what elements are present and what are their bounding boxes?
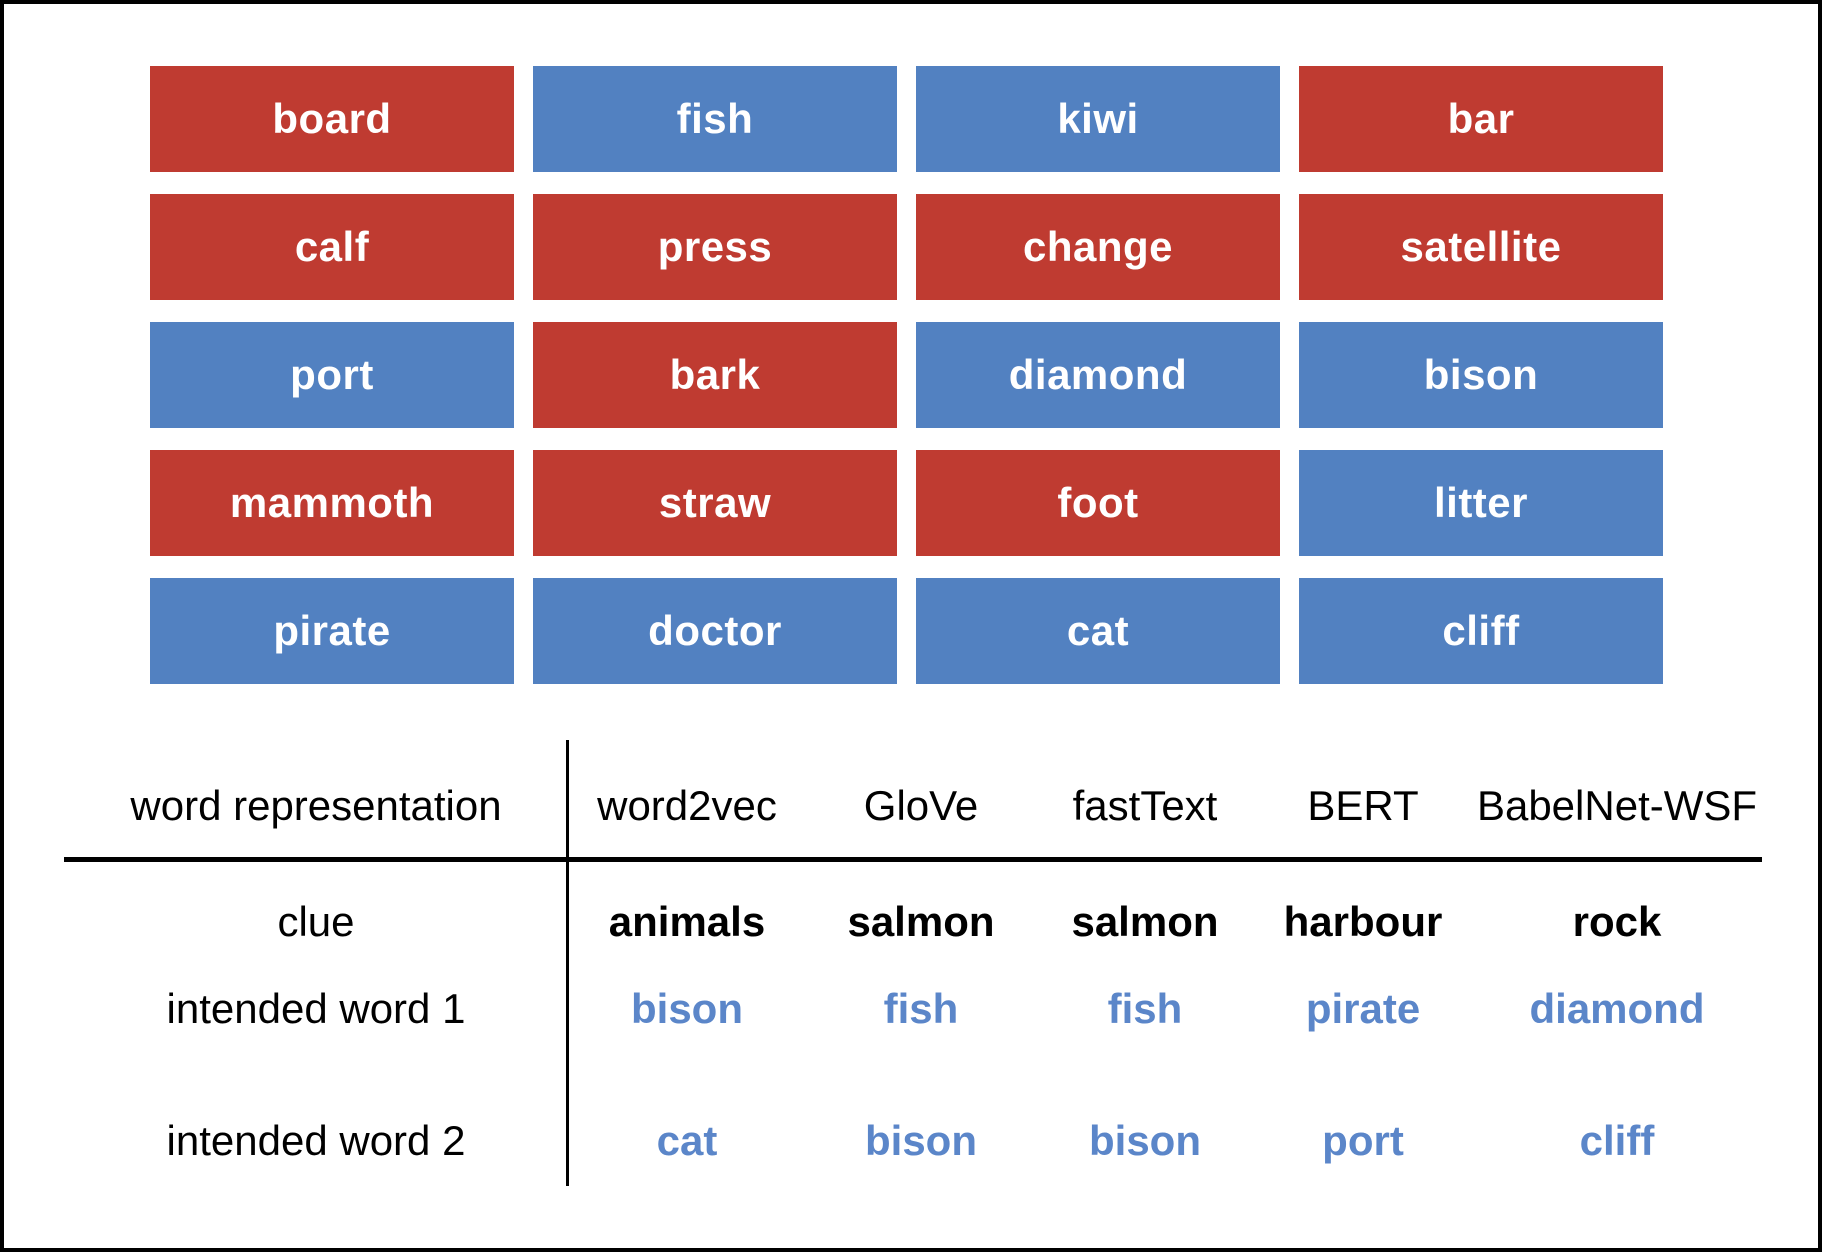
tile-word: board xyxy=(272,95,392,142)
intended-word-2-bert: port xyxy=(1322,1117,1404,1164)
tile-word: cliff xyxy=(1442,607,1520,654)
tile-word: satellite xyxy=(1400,223,1562,270)
tile-word: bar xyxy=(1447,95,1515,142)
tile-word: doctor xyxy=(648,607,782,654)
header-word-representation: word representation xyxy=(130,782,502,829)
board-tile-foot: foot xyxy=(916,450,1280,556)
header-glove: GloVe xyxy=(863,782,979,829)
board-tile-diamond: diamond xyxy=(916,322,1280,428)
header-babelnet-wsf: BabelNet-WSF xyxy=(1476,782,1758,829)
intended-word-1-babelnet: diamond xyxy=(1529,985,1705,1032)
board-tile-bar: bar xyxy=(1299,66,1663,172)
tile-word: bark xyxy=(669,351,761,398)
board-tile-cliff: cliff xyxy=(1299,578,1663,684)
tile-word: diamond xyxy=(1008,351,1188,398)
tile-word: pirate xyxy=(273,607,391,654)
tile-word: straw xyxy=(658,479,772,526)
board-tile-fish: fish xyxy=(533,66,897,172)
intended-word-2-babelnet: cliff xyxy=(1579,1117,1655,1164)
table-clue-row: clue animals salmon salmon harbour rock xyxy=(64,894,1762,950)
board-tile-straw: straw xyxy=(533,450,897,556)
clue-glove: salmon xyxy=(847,898,995,945)
table-intended-word-2-row: intended word 2 cat bison bison port cli… xyxy=(64,1113,1762,1169)
header-fasttext: fastText xyxy=(1072,782,1218,829)
tile-word: change xyxy=(1022,223,1174,270)
tile-word: foot xyxy=(1057,479,1139,526)
table-horizontal-rule xyxy=(64,857,1762,862)
board-tile-port: port xyxy=(150,322,514,428)
board-tile-satellite: satellite xyxy=(1299,194,1663,300)
clue-row-label: clue xyxy=(277,898,355,945)
board-tile-board: board xyxy=(150,66,514,172)
tile-word: calf xyxy=(294,223,370,270)
clue-babelnet: rock xyxy=(1572,898,1662,945)
board-tile-mammoth: mammoth xyxy=(150,450,514,556)
tile-word: fish xyxy=(676,95,754,142)
board-tile-bark: bark xyxy=(533,322,897,428)
clue-fasttext: salmon xyxy=(1071,898,1219,945)
table-header-row: word representation word2vec GloVe fastT… xyxy=(64,778,1762,834)
board-tile-change: change xyxy=(916,194,1280,300)
board-tile-cat: cat xyxy=(916,578,1280,684)
intended-word-2-fasttext: bison xyxy=(1089,1117,1201,1164)
tile-word: mammoth xyxy=(229,479,435,526)
board-tile-press: press xyxy=(533,194,897,300)
intended-word-2-word2vec: cat xyxy=(656,1117,718,1164)
tile-word: press xyxy=(657,223,773,270)
header-word2vec: word2vec xyxy=(597,782,777,829)
clue-word2vec: animals xyxy=(608,898,766,945)
board-tile-kiwi: kiwi xyxy=(916,66,1280,172)
intended-word-2-glove: bison xyxy=(865,1117,977,1164)
intended-word-1-bert: pirate xyxy=(1305,985,1421,1032)
clue-bert: harbour xyxy=(1283,898,1443,945)
board-tile-bison: bison xyxy=(1299,322,1663,428)
header-bert: BERT xyxy=(1307,782,1419,829)
tile-word: litter xyxy=(1433,479,1528,526)
board-tile-calf: calf xyxy=(150,194,514,300)
board-tile-pirate: pirate xyxy=(150,578,514,684)
board-tile-doctor: doctor xyxy=(533,578,897,684)
intended-word-1-fasttext: fish xyxy=(1107,985,1183,1032)
board-tile-litter: litter xyxy=(1299,450,1663,556)
codenames-board: board fish kiwi bar calf press change sa… xyxy=(150,66,1663,684)
intended-word-1-label: intended word 1 xyxy=(166,985,466,1032)
intended-word-1-glove: fish xyxy=(883,985,959,1032)
tile-word: port xyxy=(290,351,374,398)
tile-word: bison xyxy=(1423,351,1539,398)
tile-word: kiwi xyxy=(1057,95,1139,142)
intended-word-1-word2vec: bison xyxy=(631,985,743,1032)
intended-word-2-label: intended word 2 xyxy=(166,1117,466,1164)
table-vertical-rule xyxy=(566,740,569,1186)
tile-word: cat xyxy=(1066,607,1130,654)
table-intended-word-1-row: intended word 1 bison fish fish pirate d… xyxy=(64,981,1762,1037)
